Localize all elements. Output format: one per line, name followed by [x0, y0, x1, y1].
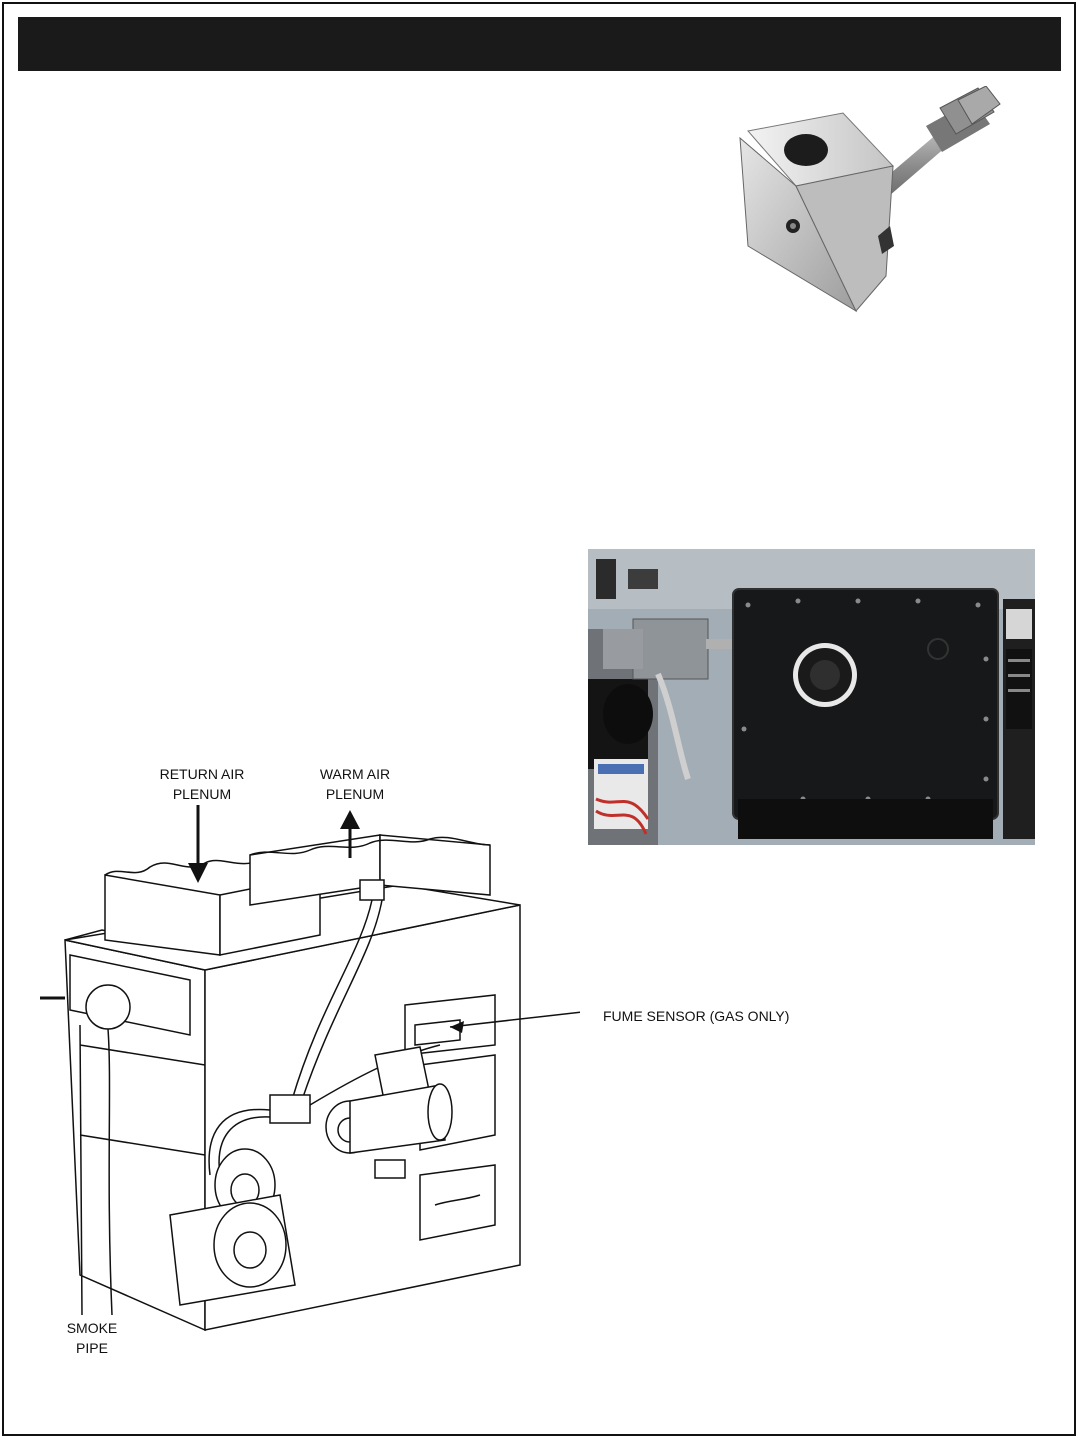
fume-sensor-label: FUME SENSOR (GAS ONLY) [603, 1008, 790, 1024]
furnace-diagram [40, 805, 580, 1332]
furnace-installation-photo [588, 549, 1035, 845]
return-air-plenum-label: RETURN AIR PLENUM [159, 766, 245, 802]
warm-air-plenum-label: WARM AIR PLENUM [319, 766, 391, 802]
sensor-bracket-photo [739, 86, 1001, 313]
header-bar [18, 17, 1061, 71]
smoke-pipe-label: SMOKE PIPE [66, 1320, 118, 1356]
